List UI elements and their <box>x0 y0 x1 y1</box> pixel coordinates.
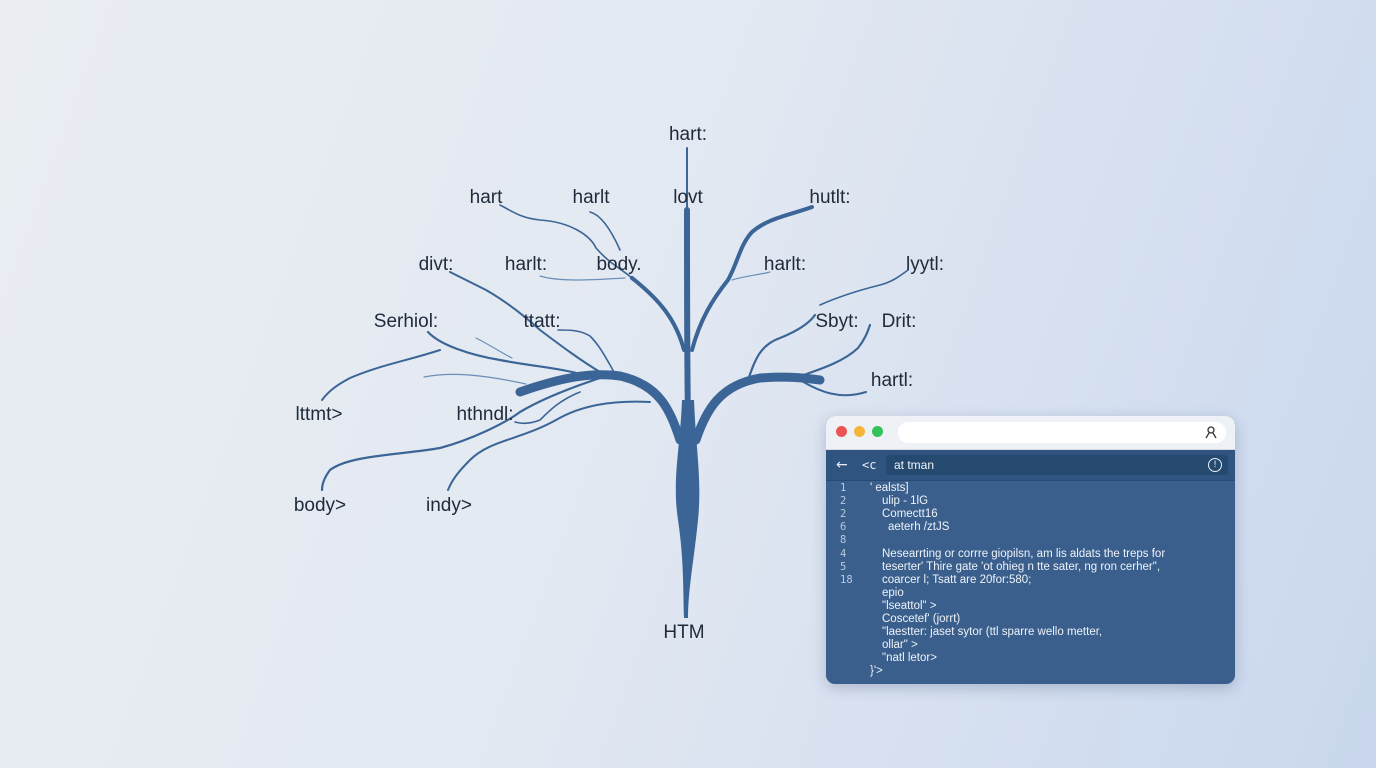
code-text: Comectt16 <box>882 508 938 520</box>
node-label: lovt <box>673 187 703 208</box>
code-text: coarcer l; Tsatt are 20for:580; <box>882 574 1032 586</box>
node-label: divt: <box>419 254 454 275</box>
code-text: ulip - 1lG <box>882 495 929 507</box>
tree-branch <box>423 373 527 385</box>
tree-branch <box>691 372 825 445</box>
tree-branch <box>690 205 814 352</box>
code-text: Coscetef' (jorrt) <box>882 613 961 625</box>
node-label: indy> <box>426 495 472 516</box>
node-label: hthndl: <box>456 404 513 425</box>
line-number: 6 <box>840 521 847 533</box>
tree-branch <box>630 276 686 352</box>
node-label: harlt: <box>505 254 547 275</box>
line-number: 1 <box>840 482 847 494</box>
code-text: }'> <box>870 665 883 677</box>
node-label: body> <box>294 495 346 516</box>
node-label: lttmt> <box>296 404 343 425</box>
line-number: 2 <box>840 495 847 507</box>
browser-titlebar <box>826 416 1235 450</box>
code-text: "natl letor> <box>882 652 937 664</box>
code-text: epio <box>882 587 904 599</box>
tree-branch <box>475 337 513 359</box>
node-label: lyytl: <box>906 254 944 275</box>
node-label: harlt: <box>764 254 806 275</box>
tree-branch <box>449 271 601 373</box>
address-text: at tman <box>894 458 935 472</box>
node-label: hartl: <box>871 370 913 391</box>
node-label: ttatt: <box>524 311 561 332</box>
line-number: 8 <box>840 534 847 546</box>
node-label: Serhiol: <box>374 311 438 332</box>
back-arrow-icon[interactable]: ← <box>836 457 848 473</box>
node-label: hutlt: <box>809 187 850 208</box>
code-text: ollar" > <box>882 639 918 651</box>
tree-branch <box>684 207 691 423</box>
tree-trunk <box>675 400 700 618</box>
tree-branch <box>788 323 872 382</box>
line-number: 5 <box>840 561 847 573</box>
tree-branch <box>447 400 651 491</box>
tree-branch <box>819 269 909 306</box>
tree-branch <box>320 376 602 492</box>
code-text: teserter' Thire gate 'ot ohieg n tte sat… <box>882 561 1161 573</box>
code-text: aeterh /ztJS <box>888 521 950 533</box>
user-icon[interactable] <box>1204 425 1218 439</box>
tree-branch <box>557 329 615 373</box>
tree-branch <box>589 211 621 251</box>
node-label: Drit: <box>882 311 917 332</box>
address-field[interactable]: at tman ! <box>886 455 1228 475</box>
tree-branch <box>539 275 626 281</box>
tree-branch <box>799 379 867 397</box>
collapse-button[interactable]: <c <box>862 458 877 472</box>
line-number: 4 <box>840 548 847 560</box>
code-text: "laestter: jaset sytor (ttl sparre wello… <box>882 626 1103 638</box>
code-text: "lseattol" > <box>882 600 937 612</box>
minimize-window-button[interactable] <box>854 426 865 437</box>
tree-branch <box>746 313 817 382</box>
node-label: harlt <box>573 187 611 208</box>
tree-branch <box>515 370 685 445</box>
line-number: 18 <box>840 574 853 586</box>
tree-branch <box>499 204 633 279</box>
tree-branch <box>426 330 582 376</box>
tree-branch <box>731 271 771 281</box>
close-window-button[interactable] <box>836 426 847 437</box>
maximize-window-button[interactable] <box>872 426 883 437</box>
line-number: 2 <box>840 508 847 520</box>
tree-branch <box>514 391 581 425</box>
tree-branch <box>321 349 441 401</box>
root-label: HTM <box>663 622 704 643</box>
node-label: Sbyt: <box>815 311 858 332</box>
url-bar[interactable] <box>898 422 1226 443</box>
node-label: hart <box>470 187 503 208</box>
info-icon[interactable]: ! <box>1208 458 1222 472</box>
code-text: Nesearrting or corrre giopilsn, am lis a… <box>882 548 1166 560</box>
browser-navbar: ← <c at tman ! <box>826 450 1235 481</box>
code-text: ' ealsts] <box>870 482 909 494</box>
node-label: hart: <box>669 124 707 145</box>
node-label: body. <box>596 254 641 275</box>
